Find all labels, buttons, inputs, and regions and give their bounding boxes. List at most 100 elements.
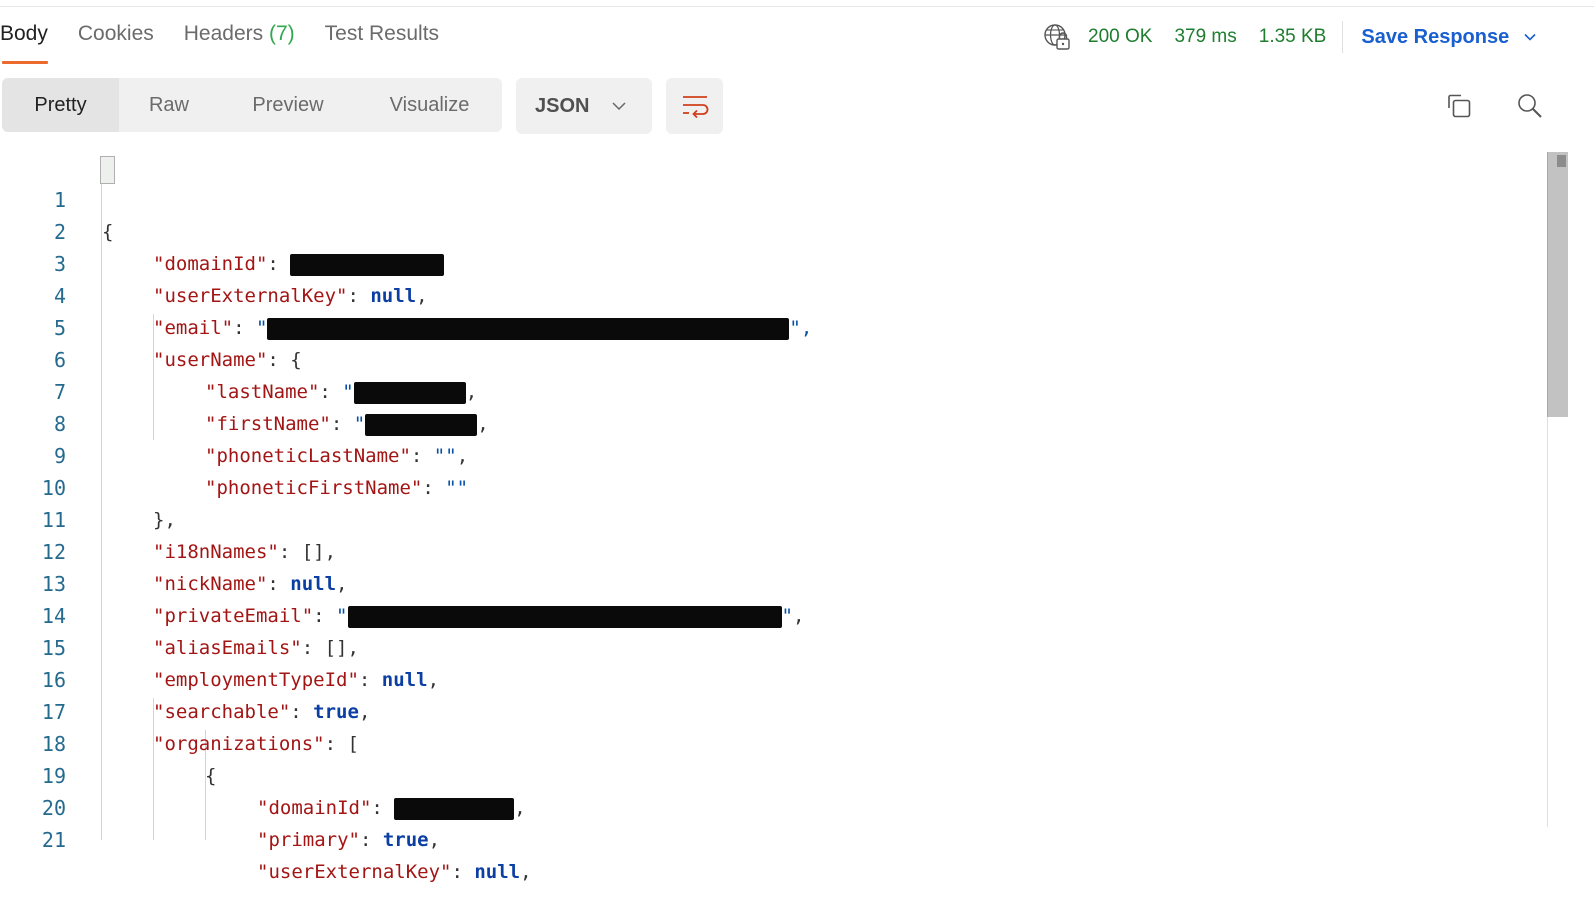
view-mode-visualize[interactable]: Visualize [357,78,502,132]
json-punct: , [358,701,371,723]
view-mode-pretty[interactable]: Pretty [2,78,119,132]
line-number: 19 [41,764,66,788]
tab-label: Body [0,22,48,45]
json-punct: [], [324,637,359,659]
search-button[interactable] [1514,90,1546,122]
code-line: 14 "aliasEmails": [], [0,568,359,659]
redacted-value [353,381,466,404]
line-number: 11 [41,508,66,532]
top-divider [0,6,1594,7]
code-line: 19 "domainId": , [0,728,526,820]
line-number: 20 [41,796,66,820]
code-line: 17 "organizations": [ [0,664,359,755]
code-line: 1 { [0,152,114,243]
redacted-value [394,797,515,820]
code-line: 7 "firstName": ", [0,344,489,436]
indent-guide [153,314,154,440]
json-quote: " [336,605,348,627]
copy-icon [1448,94,1471,118]
line-number: 18 [41,732,66,756]
line-number: 7 [53,380,66,404]
json-separator: : [313,605,337,627]
line-number: 16 [41,668,66,692]
json-punct: , [336,573,348,595]
save-response-button[interactable]: Save Response [1361,26,1537,49]
format-select[interactable]: JSON [516,78,652,134]
save-response-label: Save Response [1361,25,1510,48]
view-mode-preview[interactable]: Preview [219,78,357,132]
view-mode-raw[interactable]: Raw [119,78,219,132]
code-text: { [102,221,114,243]
line-number: 13 [41,572,66,596]
tab-cookies[interactable]: Cookies [78,14,154,64]
code-line: 3 "userExternalKey": null, [0,216,428,307]
json-punct: , [477,413,489,435]
code-line: 11 "i18nNames": [], [0,472,336,563]
indent-guide [205,730,206,840]
tab-headers[interactable]: Headers (7) [184,14,295,64]
line-number: 5 [53,316,66,340]
json-quote: " [255,317,268,339]
json-key: "i18nNames" [153,541,279,563]
response-body-editor[interactable]: 1 { 2 "domainId": 3 "userExternalKey": n… [0,152,1546,883]
json-separator: : [290,701,314,723]
indent-guide [101,184,102,840]
json-key: "primary" [257,829,360,851]
json-separator: : [358,669,382,691]
json-separator: : [422,477,446,499]
line-number: 1 [53,188,66,212]
json-separator: : [267,573,291,595]
json-separator: : [451,861,475,883]
json-quote: " [353,413,366,435]
json-key: "organizations" [153,733,325,755]
line-number: 12 [41,540,66,564]
redacted-value [290,253,445,276]
json-punct: [], [301,541,337,563]
view-mode-label: Pretty [34,93,87,116]
view-mode-label: Raw [148,93,189,116]
code-line: 13 "privateEmail": "", [0,536,804,628]
view-mode-segmented-control: Pretty Raw Preview Visualize [2,78,502,132]
json-separator: : [278,541,302,563]
tab-body[interactable]: Body [0,14,48,64]
json-punct: , [465,381,478,403]
json-punct: , [792,605,805,627]
code-line: 18 { [0,696,217,787]
globe-lock-icon[interactable] [1042,22,1072,52]
json-punct: , [416,285,428,307]
line-number: 4 [53,284,66,308]
view-mode-label: Visualize [389,93,470,116]
json-punct: , [427,669,440,691]
response-tabs: Body Cookies Headers (7) Test Results [0,14,469,64]
json-quote: " [342,381,354,403]
line-number: 3 [53,252,66,276]
json-key: "searchable" [153,701,291,723]
status-code[interactable]: 200 OK [1088,26,1153,47]
bracket-match-highlight [100,156,115,184]
wrap-lines-button[interactable] [666,78,723,134]
code-line: 5 "userName": { [0,280,302,371]
json-key: "privateEmail" [153,605,314,627]
code-line: 10 }, [0,440,176,531]
json-value: true [313,701,359,723]
json-separator: : [410,445,434,467]
json-key: "phoneticLastName" [205,445,411,467]
tab-label: Test Results [324,22,440,45]
json-value: "" [445,477,469,499]
tab-test-results[interactable]: Test Results [325,14,439,64]
scrollbar-track-lower[interactable] [1547,417,1568,827]
tab-label: Headers [183,22,264,45]
json-key: "phoneticFirstName" [205,477,423,499]
response-time[interactable]: 379 ms [1174,26,1237,47]
response-size[interactable]: 1.35 KB [1258,26,1327,47]
json-separator: : [347,285,371,307]
chevron-down-icon [1524,33,1536,41]
json-key: "employmentTypeId" [153,669,359,691]
scrollbar-thumb[interactable] [1557,155,1566,167]
redacted-value [365,413,478,436]
format-select-value: JSON [535,94,590,117]
copy-button[interactable] [1443,90,1475,122]
json-key: "lastName" [205,381,320,403]
json-separator: : [319,381,343,403]
line-number: 6 [53,348,66,372]
